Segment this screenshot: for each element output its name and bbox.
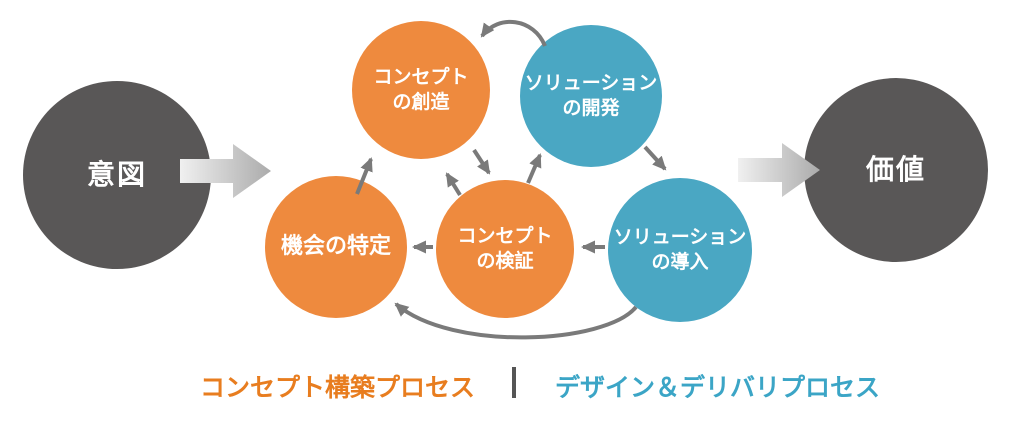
legend-concept-process-label: コンセプト構築プロセス [200,373,476,402]
node-concept-validation-label2: の検証 [476,250,534,272]
node-solution-development-label2: の開発 [562,97,620,119]
legend-design-delivery-process-label: デザイン＆デリバリプロセス [555,373,881,402]
node-concept-creation: コンセプト の創造 [352,21,490,159]
arrow-development-to-implementation [643,145,667,171]
node-opportunity-identification-label: 機会の特定 [280,233,391,259]
arrow-creation-to-validation [472,148,491,175]
node-value: 価値 [804,78,988,262]
node-concept-creation-label: コンセプト [373,66,469,89]
node-concept-validation: コンセプト の検証 [436,180,574,318]
node-intent: 意図 [23,81,211,269]
node-intent-label: 意図 [86,157,147,191]
legend: コンセプト構築プロセス デザイン＆デリバリプロセス [0,366,1011,402]
node-opportunity-identification: 機会の特定 [265,176,407,318]
node-value-label: 価値 [865,152,926,186]
node-solution-implementation-label2: の導入 [651,251,709,273]
legend-divider [512,367,516,398]
node-solution-implementation-label: ソリューション [613,226,747,249]
node-solution-implementation: ソリューション の導入 [608,178,752,322]
arrow-validation-to-development [526,153,542,184]
node-concept-creation-label2: の創造 [392,91,450,113]
node-solution-development: ソリューション の開発 [520,25,662,167]
node-concept-validation-label: コンセプト [457,225,553,248]
node-solution-development-label: ソリューション [524,72,658,95]
arrow-validation-to-creation [445,172,462,197]
arrow-development-to-creation [480,19,547,47]
